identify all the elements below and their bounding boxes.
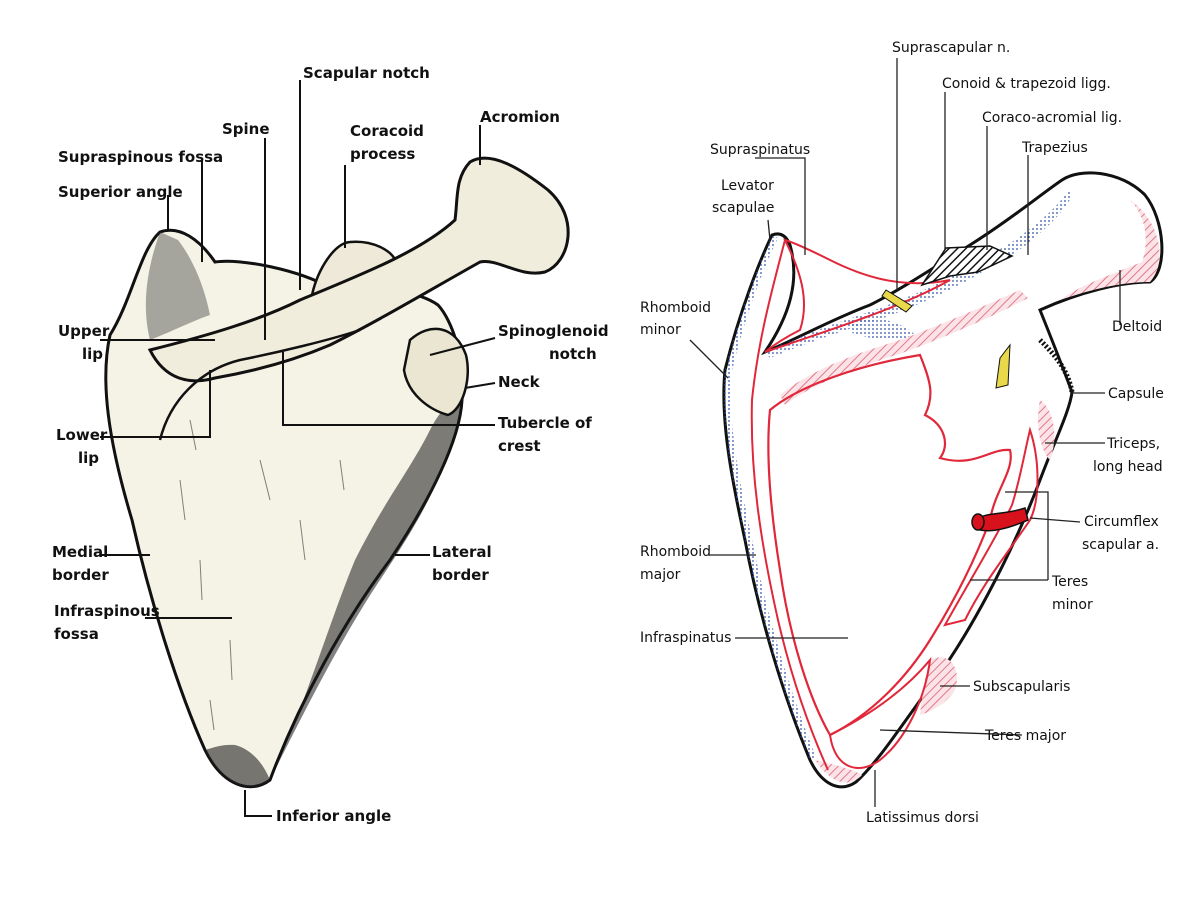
deltoid-hatch: [1060, 200, 1160, 300]
lateral-shading: [270, 399, 462, 780]
subscapularis-hatch: [920, 657, 958, 715]
supraspinous-shadow: [145, 232, 210, 340]
right-scapula-attachments: [722, 171, 1164, 789]
triceps-hatch: [1038, 400, 1055, 460]
suprascapular-nerve: [881, 289, 913, 313]
label-inferior-angle: Inferior angle: [276, 807, 391, 825]
label-coracoid-1: Coracoid: [350, 122, 424, 140]
label-infraspinous-1: Infraspinous: [54, 602, 160, 620]
spine-stipple-patch: [850, 318, 918, 340]
label-levator-1: Levator: [721, 178, 774, 194]
label-coracoid-2: process: [350, 145, 415, 163]
label-neck: Neck: [498, 373, 541, 391]
label-deltoid: Deltoid: [1112, 319, 1162, 335]
label-rhomboid-minor-2: minor: [640, 322, 681, 338]
capsule: [1038, 338, 1075, 393]
label-rhomboid-major-1: Rhomboid: [640, 544, 711, 560]
label-spinoglenoid-1: Spinoglenoid: [498, 322, 609, 340]
medial-red-line: [750, 239, 829, 771]
label-infraspinatus: Infraspinatus: [640, 630, 731, 646]
label-lower-lip-1: Lower: [56, 426, 108, 444]
levator-rhomboid-stipple: [723, 235, 816, 760]
label-circumflex-2: scapular a.: [1082, 537, 1159, 553]
label-medial-border-1: Medial: [52, 543, 108, 561]
label-coraco-acromial: Coraco-acromial lig.: [982, 110, 1122, 126]
supraspinatus-region: [764, 238, 951, 353]
label-latissimus: Latissimus dorsi: [866, 810, 979, 826]
label-rhomboid-major-2: major: [640, 567, 681, 583]
label-medial-border-2: border: [52, 566, 109, 584]
label-lateral-border-2: border: [432, 566, 489, 584]
spine-deltoid-hatch: [780, 290, 1028, 405]
spine-lip-line: [158, 328, 361, 441]
scapular-spine: [147, 156, 570, 383]
label-upper-lip-1: Upper: [58, 322, 110, 340]
label-conoid: Conoid & trapezoid ligg.: [942, 76, 1111, 92]
conoid-trapezoid-ligaments: [920, 245, 1014, 287]
label-triceps-2: long head: [1093, 459, 1163, 475]
label-upper-lip-2: lip: [82, 345, 103, 363]
label-acromion: Acromion: [480, 108, 560, 126]
label-infraspinous-2: fossa: [54, 625, 99, 643]
label-supraspinous-fossa: Supraspinous fossa: [58, 148, 223, 166]
label-lower-lip-2: lip: [78, 449, 99, 467]
label-lateral-border-1: Lateral: [432, 543, 492, 561]
label-tubercle-1: Tubercle of: [498, 414, 592, 432]
fossa-texture: [179, 419, 345, 731]
label-circumflex-1: Circumflex: [1084, 514, 1159, 530]
label-teres-minor-2: minor: [1052, 597, 1093, 613]
label-spinoglenoid-2: notch: [549, 345, 597, 363]
suprascapular-nerve-branch: [995, 343, 1011, 389]
label-superior-angle: Superior angle: [58, 183, 183, 201]
right-leaders: [689, 58, 1121, 807]
left-leaders: [100, 80, 496, 817]
circumflex-artery: [974, 507, 1029, 532]
label-capsule: Capsule: [1108, 386, 1164, 402]
teres-major-region: [828, 656, 932, 769]
label-rhomboid-minor-1: Rhomboid: [640, 300, 711, 316]
label-tubercle-2: crest: [498, 437, 541, 455]
left-labels: Scapular notch Acromion Spine Coracoid p…: [52, 64, 609, 825]
label-trapezius: Trapezius: [1021, 140, 1088, 156]
label-teres-minor-1: Teres: [1051, 574, 1088, 590]
label-levator-2: scapulae: [712, 200, 774, 216]
label-spine: Spine: [222, 120, 270, 138]
label-suprascapular-n: Suprascapular n.: [892, 40, 1010, 56]
label-scapular-notch: Scapular notch: [303, 64, 430, 82]
label-supraspinatus: Supraspinatus: [710, 142, 810, 158]
inferior-shading: [205, 744, 270, 787]
label-subscapularis: Subscapularis: [973, 679, 1070, 695]
glenoid: [402, 327, 470, 417]
label-teres-major: Teres major: [984, 728, 1066, 744]
label-triceps-1: Triceps,: [1106, 436, 1160, 452]
left-scapula-bone: [104, 156, 570, 789]
circumflex-artery-end: [971, 513, 985, 531]
right-labels: Suprascapular n. Conoid & trapezoid ligg…: [640, 40, 1164, 826]
